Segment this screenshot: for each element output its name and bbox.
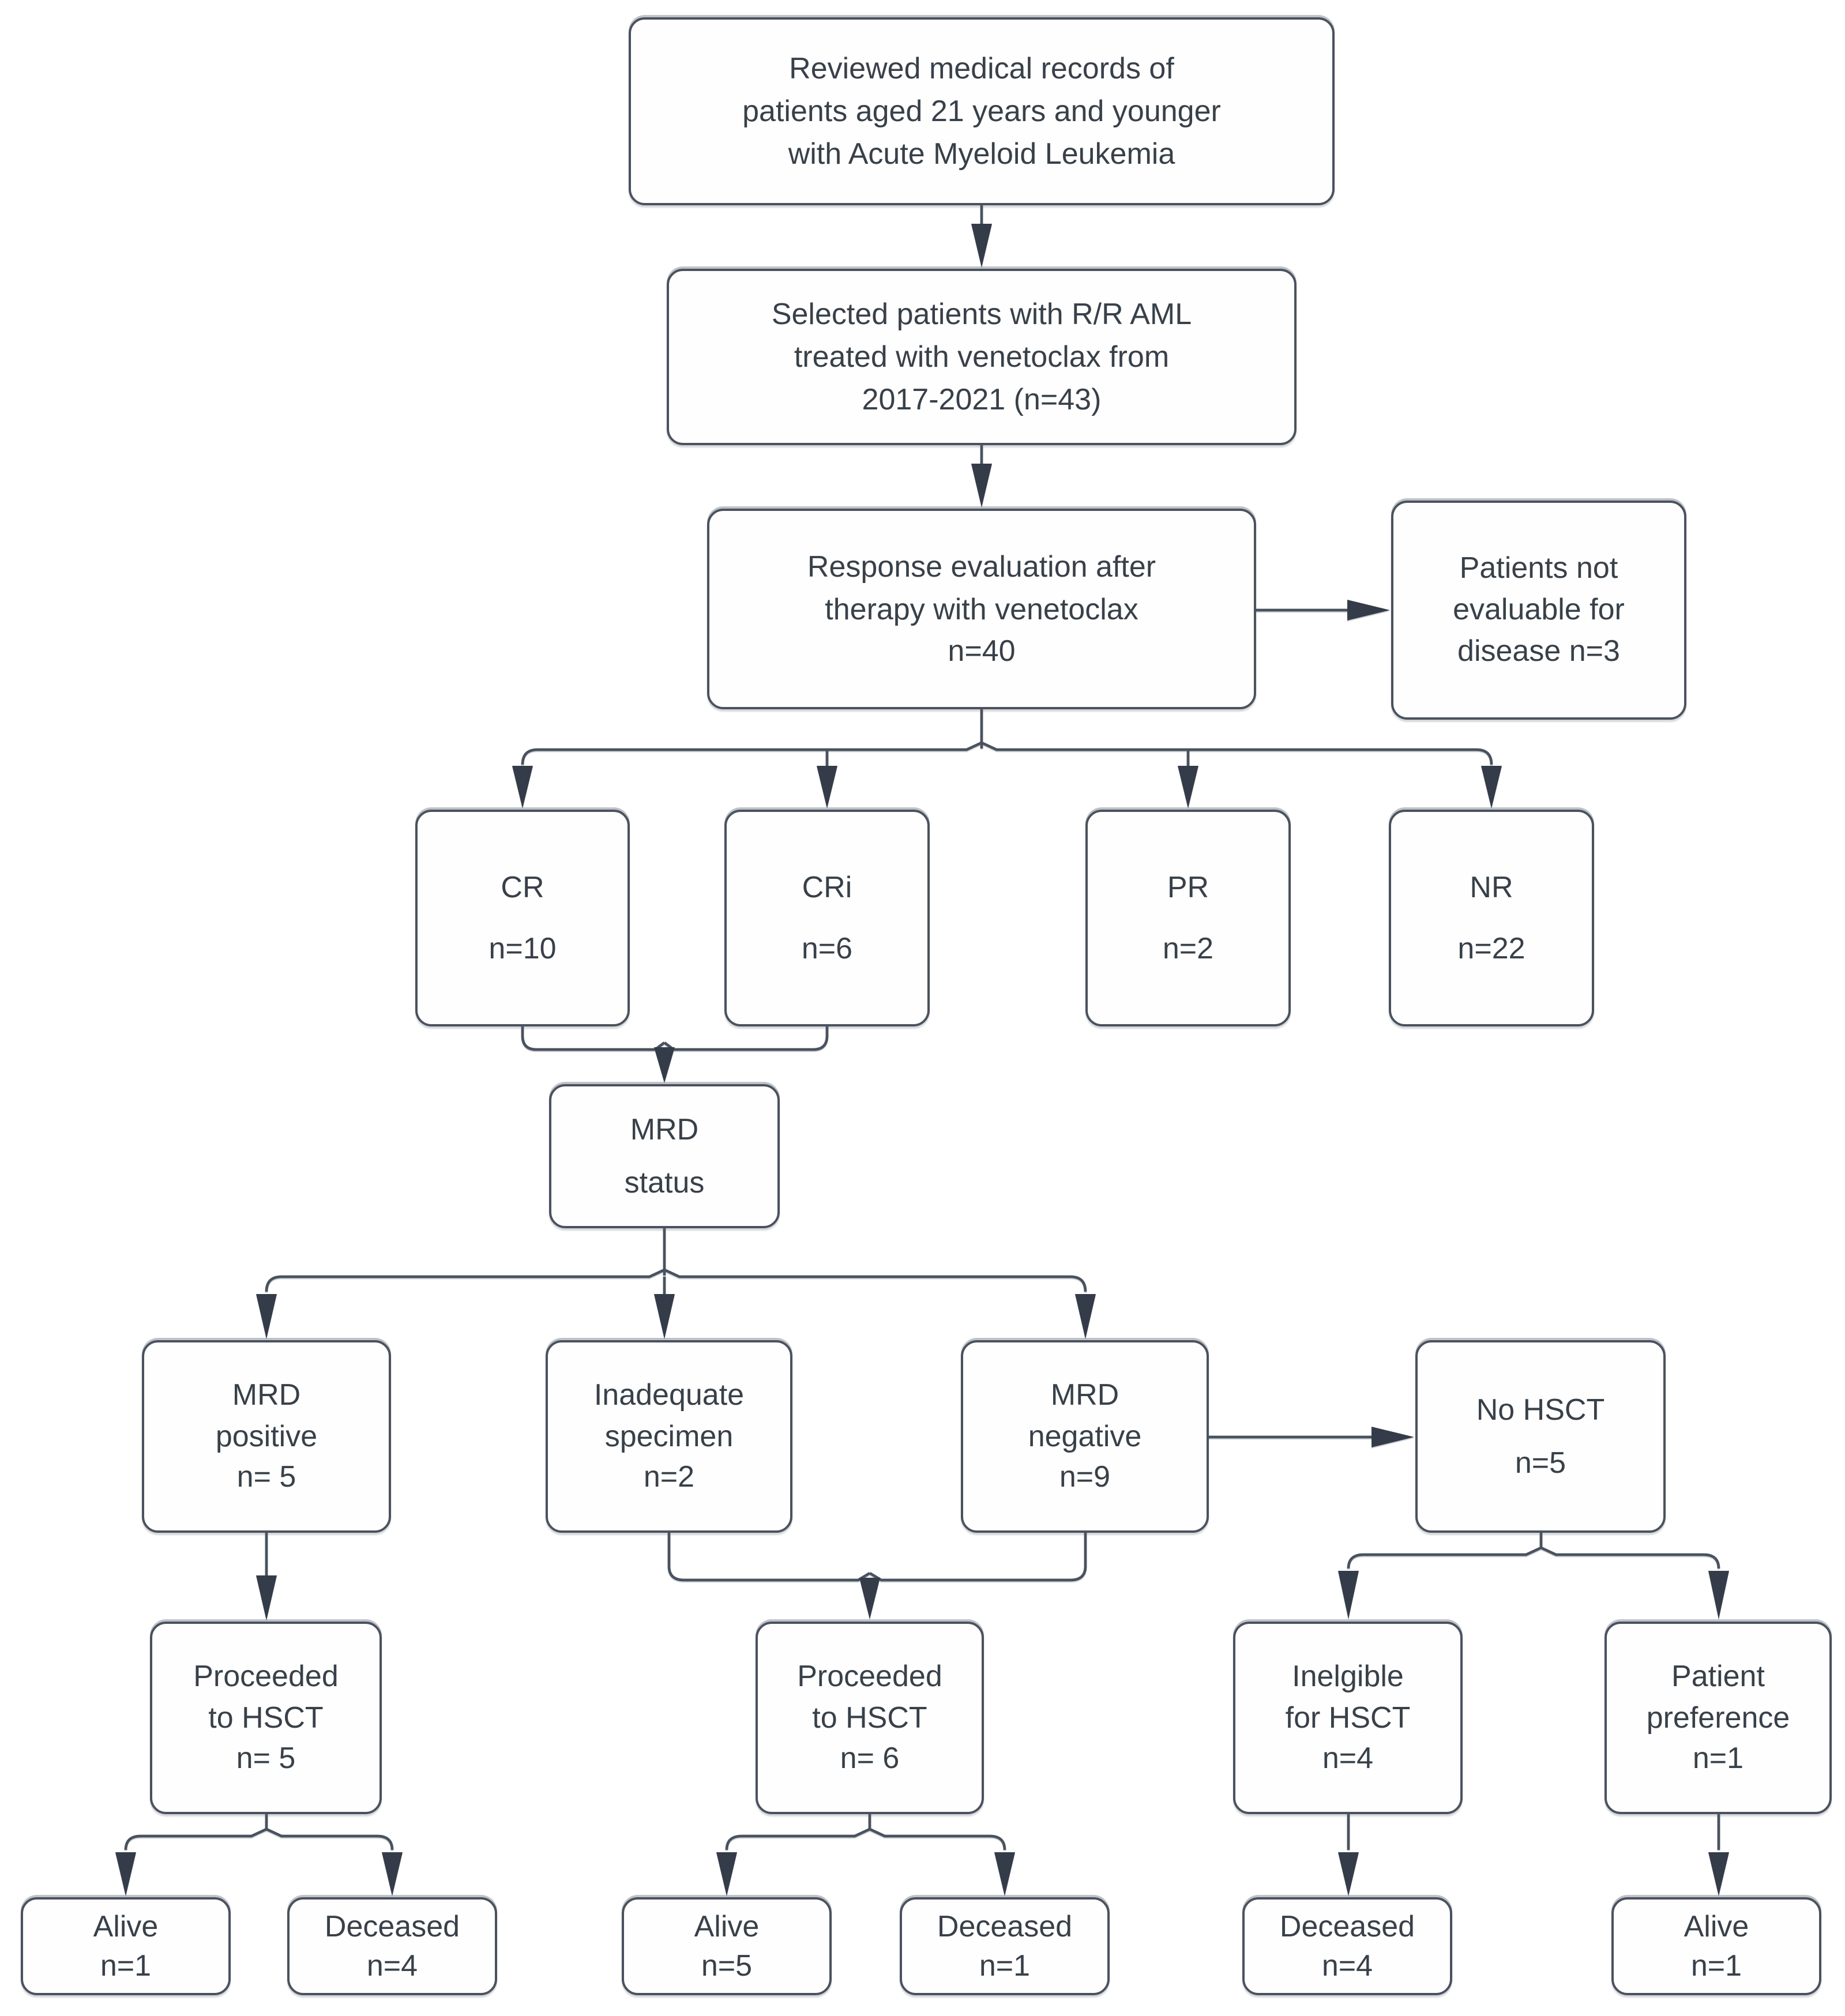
arrowhead-pr	[1178, 766, 1198, 808]
node-alive-3: Alive n=1	[1611, 1897, 1821, 1995]
splitter-response-bar	[521, 741, 1493, 765]
arrowhead-notevaluable	[1347, 600, 1390, 620]
node-proceeded-hsct-1: Proceeded to HSCT n= 5	[150, 1622, 382, 1814]
splitter-proceeded2-bar	[725, 1827, 1006, 1850]
arrowhead-selected	[971, 224, 992, 268]
splitter-mrd-bar	[265, 1268, 1087, 1292]
node-not-evaluable: Patients not evaluable for disease n=3	[1391, 501, 1686, 720]
arrowhead-ineligible	[1338, 1571, 1359, 1619]
arrowhead-deceased1	[382, 1852, 403, 1896]
node-mrd-positive: MRD positive n= 5	[142, 1340, 391, 1533]
arrowhead-proceeded1	[256, 1575, 277, 1620]
node-alive-1: Alive n=1	[21, 1897, 231, 1995]
node-proceeded-hsct-2: Proceeded to HSCT n= 6	[756, 1622, 984, 1814]
node-reviewed-records: Reviewed medical records of patients age…	[629, 17, 1335, 205]
arrowhead-nr	[1481, 766, 1502, 808]
arrowhead-patientpreference	[1708, 1571, 1729, 1619]
node-cr: CR n=10	[415, 810, 630, 1026]
arrowhead-cri	[817, 766, 837, 808]
arrowhead-inadequate	[654, 1294, 675, 1339]
arrowhead-mrdnegative	[1075, 1294, 1096, 1339]
node-mrd-status: MRD status	[549, 1084, 780, 1228]
node-selected-patients: Selected patients with R/R AML treated w…	[667, 269, 1297, 445]
arrowhead-deceased2	[994, 1852, 1015, 1896]
node-deceased-3: Deceased n=4	[1242, 1897, 1452, 1995]
node-no-hsct: No HSCT n=5	[1415, 1340, 1666, 1533]
arrowhead-cr	[512, 766, 533, 808]
arrowhead-nohsct	[1371, 1427, 1414, 1447]
node-patient-preference: Patient preference n=1	[1604, 1622, 1832, 1814]
node-mrd-negative: MRD negative n=9	[961, 1340, 1209, 1533]
connector-cri-mrdstatus	[663, 1026, 829, 1051]
node-deceased-2: Deceased n=1	[900, 1897, 1110, 1995]
arrowhead-response	[971, 464, 992, 507]
node-nr: NR n=22	[1389, 810, 1594, 1026]
arrowhead-deceased3	[1338, 1852, 1359, 1896]
splitter-proceeded1-bar	[124, 1827, 394, 1850]
node-deceased-1: Deceased n=4	[287, 1897, 497, 1995]
arrowhead-alive3	[1708, 1852, 1729, 1896]
arrowhead-mrdpositive	[256, 1294, 277, 1339]
node-cri: CRi n=6	[724, 810, 930, 1026]
node-response-evaluation: Response evaluation after therapy with v…	[707, 509, 1256, 709]
node-ineligible-hsct: Inelgible for HSCT n=4	[1233, 1622, 1463, 1814]
node-inadequate-specimen: Inadequate specimen n=2	[546, 1340, 792, 1533]
connector-cr-mrdstatus	[521, 1026, 666, 1051]
connector-inadequate-proceeded2	[667, 1533, 871, 1582]
arrowhead-mrdstatus	[654, 1047, 675, 1083]
splitter-nohsct-bar	[1347, 1546, 1720, 1569]
arrowhead-alive1	[115, 1852, 136, 1896]
node-pr: PR n=2	[1085, 810, 1291, 1026]
connector-mrdnegative-proceeded2	[869, 1533, 1087, 1582]
arrowhead-alive2	[716, 1852, 737, 1896]
node-alive-2: Alive n=5	[622, 1897, 832, 1995]
arrowhead-proceeded2	[859, 1578, 880, 1619]
